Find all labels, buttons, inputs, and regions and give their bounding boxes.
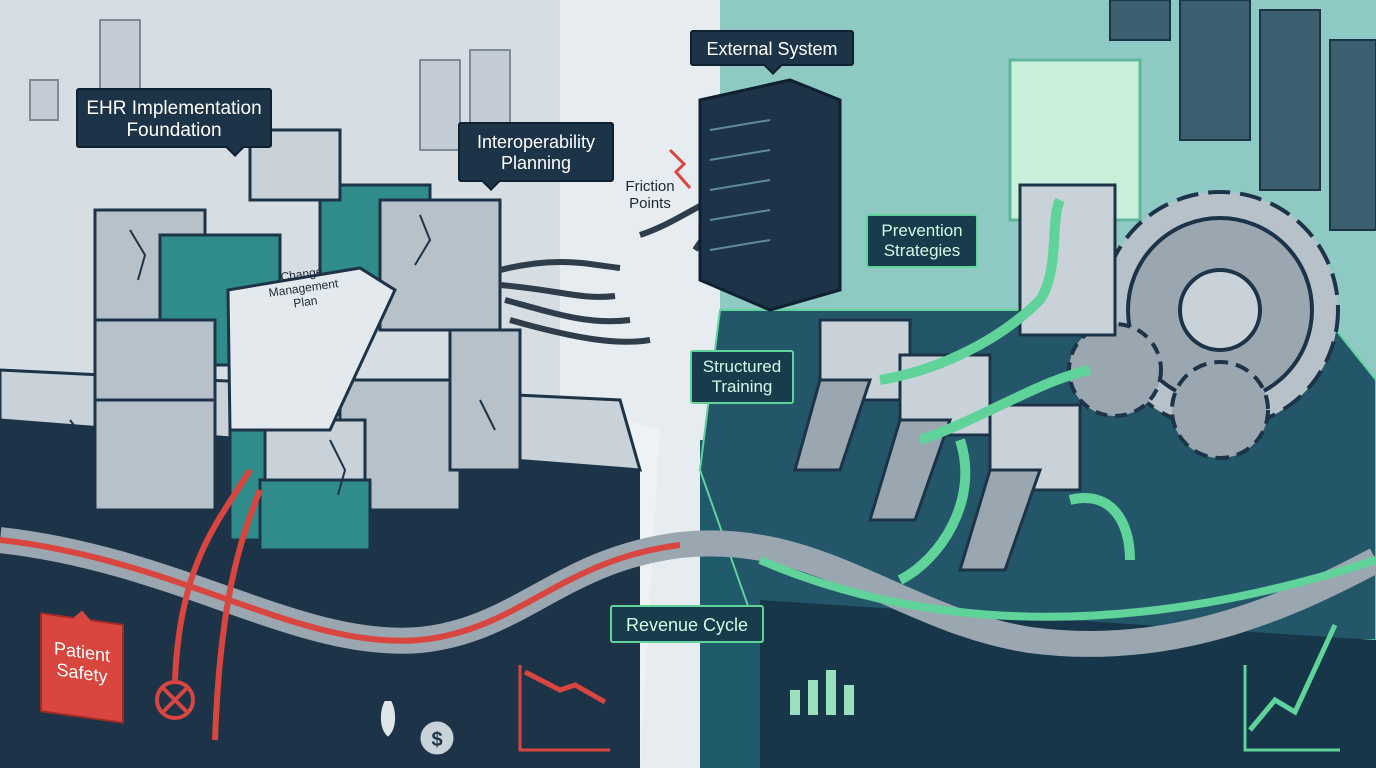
interoperability-text: Interoperability Planning [476, 132, 596, 173]
gear-icon [1067, 190, 1340, 460]
valve-icon [155, 680, 195, 720]
guidance-pipes [879, 197, 1135, 585]
revenue-cycle-text: Revenue Cycle [625, 615, 749, 635]
revenue-pipe-leak [0, 537, 681, 644]
server-racks-background [1109, 0, 1376, 231]
prevention-strategies-label: Prevention Strategies [866, 214, 978, 268]
friction-points-label: Friction Points [612, 178, 688, 220]
cracks [69, 214, 496, 496]
ehr-foundation-text: EHR Implementation Foundation [86, 98, 262, 141]
change-management-block [226, 266, 397, 432]
prevention-strategies-text: Prevention Strategies [881, 221, 963, 260]
friction-points-text: Friction Points [625, 178, 675, 213]
revenue-cycle-label: Revenue Cycle [610, 605, 764, 643]
patient-safety-label: Patient Safety [40, 610, 124, 724]
structured-training-label: Structured Training [690, 350, 794, 404]
trend-down-axis [518, 665, 610, 752]
dollar-icon: $ [378, 699, 457, 758]
structured-training-text: Structured Training [702, 357, 782, 396]
patient-safety-text: Patient Safety [53, 638, 111, 687]
interoperability-label: Interoperability Planning [458, 122, 614, 191]
bar-chart-icon [790, 670, 854, 715]
svg-text:$: $ [431, 729, 442, 751]
right-slab-front [760, 600, 1376, 768]
trend-up-icon [1248, 623, 1338, 732]
trend-up-axis [1243, 665, 1340, 752]
external-system-text: External System [706, 39, 838, 59]
server-slots [709, 119, 771, 251]
revenue-pipe-healthy [758, 556, 1376, 621]
external-system-label: External System [690, 30, 854, 75]
center-aisle [560, 0, 720, 768]
patient-safety-cables [172, 468, 263, 741]
trend-down-icon [523, 669, 607, 705]
change-management-text: Change Management Plan [267, 264, 340, 311]
server-icon [698, 78, 842, 312]
ehr-foundation-label: EHR Implementation Foundation [76, 88, 272, 157]
